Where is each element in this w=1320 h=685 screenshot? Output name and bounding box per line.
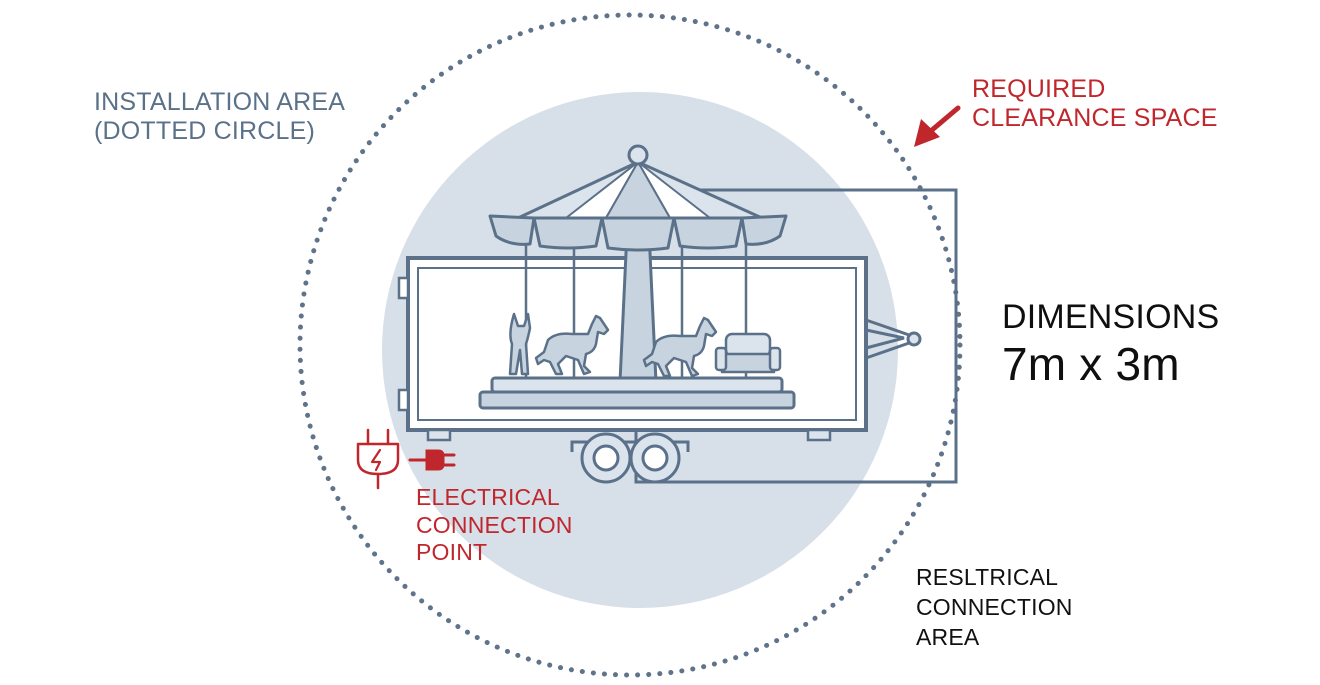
power-connector-icon	[408, 449, 456, 471]
dimensions-label: DIMENSIONS 7m x 3m	[1002, 298, 1220, 390]
connection-area-label: RESLTRICAL CONNECTION AREA	[916, 564, 1073, 650]
horse-icon	[642, 316, 718, 378]
tow-hitch	[865, 318, 922, 360]
installation-area-circle	[297, 12, 963, 678]
plug-icon	[356, 428, 400, 490]
installation-area-label: INSTALLATION AREA (DOTTED CIRCLE)	[94, 88, 346, 145]
bench-icon	[714, 332, 782, 374]
arrow-icon	[914, 105, 961, 147]
horse-icon	[534, 314, 610, 376]
clearance-space-label: REQUIRED CLEARANCE SPACE	[972, 75, 1218, 132]
trailer-wheels	[570, 432, 690, 484]
dog-icon	[508, 312, 532, 376]
electrical-connection-point-label: ELECTRICAL CONNECTION POINT	[416, 484, 573, 566]
carousel-icon	[478, 144, 796, 410]
